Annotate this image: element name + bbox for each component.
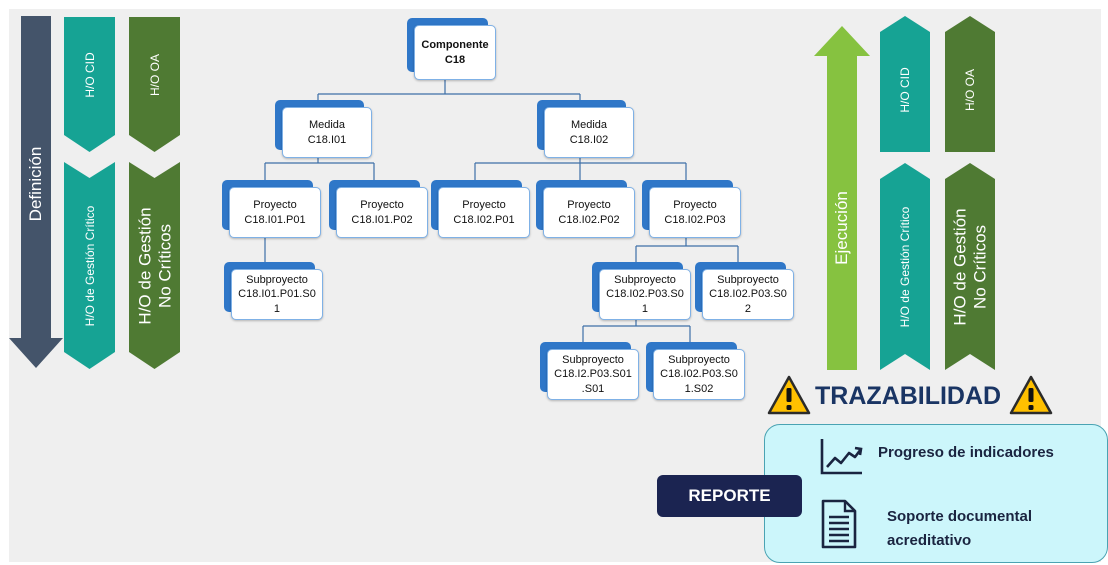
node-subproyecto-2: Subproyecto C18.I02.P03.S0 1 — [592, 262, 691, 320]
line-chart-icon — [818, 437, 864, 477]
right-cid-chevron: H/O CID — [880, 16, 930, 152]
right-critico-label: H/O de Gestión Crítico — [898, 206, 912, 327]
left-critico-chevron: H/O de Gestión Crítico — [64, 162, 115, 369]
node-proyecto-4: Proyecto C18.I02.P02 — [536, 180, 635, 238]
document-icon — [820, 499, 858, 549]
node-medida-1-label: Medida C18.I01 — [282, 107, 372, 158]
definicion-arrow: Definición — [9, 16, 63, 368]
node-subproyecto-1: Subproyecto C18.I01.P01.S0 1 — [224, 262, 323, 320]
node-proyecto-2-label: Proyecto C18.I01.P02 — [336, 187, 428, 238]
node-proyecto-1: Proyecto C18.I01.P01 — [222, 180, 321, 238]
reporte-badge: REPORTE — [657, 475, 802, 517]
node-proyecto-4-label: Proyecto C18.I02.P02 — [543, 187, 635, 238]
left-cid-chevron: H/O CID — [64, 17, 115, 152]
right-no-critico-label: H/O de Gestión No Críticos — [950, 207, 989, 326]
node-proyecto-1-label: Proyecto C18.I01.P01 — [229, 187, 321, 238]
node-proyecto-3: Proyecto C18.I02.P01 — [431, 180, 530, 238]
node-subproyecto-5-label: Subproyecto C18.I02.P03.S0 1.S02 — [653, 349, 745, 400]
warning-icon-right — [1009, 375, 1053, 415]
node-subproyecto-4-label: Subproyecto C18.I2.P03.S01 .S01 — [547, 349, 639, 400]
node-medida-1: Medida C18.I01 — [275, 100, 372, 158]
node-proyecto-5: Proyecto C18.I02.P03 — [642, 180, 741, 238]
node-proyecto-2: Proyecto C18.I01.P02 — [329, 180, 428, 238]
right-cid-label: H/O CID — [898, 67, 912, 113]
right-critico-chevron: H/O de Gestión Crítico — [880, 163, 930, 370]
left-no-critico-chevron: H/O de Gestión No Críticos — [129, 162, 180, 369]
warning-icon-left — [767, 375, 811, 415]
node-subproyecto-3-label: Subproyecto C18.I02.P03.S0 2 — [702, 269, 794, 320]
node-subproyecto-1-label: Subproyecto C18.I01.P01.S0 1 — [231, 269, 323, 320]
node-medida-2: Medida C18.I02 — [537, 100, 634, 158]
node-subproyecto-4: Subproyecto C18.I2.P03.S01 .S01 — [540, 342, 639, 400]
report-item-soporte: Soporte documental acreditativo — [887, 508, 1033, 549]
node-componente: Componente C18 — [407, 18, 496, 80]
right-oa-chevron: H/O OA — [945, 16, 995, 152]
node-medida-2-label: Medida C18.I02 — [544, 107, 634, 158]
left-oa-chevron: H/O OA — [129, 17, 180, 152]
ejecucion-arrow: Ejecución — [814, 26, 870, 370]
ejecucion-label: Ejecución — [832, 191, 851, 265]
node-subproyecto-2-label: Subproyecto C18.I02.P03.S0 1 — [599, 269, 691, 320]
node-subproyecto-3: Subproyecto C18.I02.P03.S0 2 — [695, 262, 794, 320]
right-oa-label: H/O OA — [963, 68, 977, 112]
node-proyecto-5-label: Proyecto C18.I02.P03 — [649, 187, 741, 238]
node-subproyecto-5: Subproyecto C18.I02.P03.S0 1.S02 — [646, 342, 745, 400]
report-item-progreso: Progreso de indicadores — [878, 444, 1054, 461]
node-componente-label: Componente C18 — [414, 25, 496, 80]
right-no-critico-chevron: H/O de Gestión No Críticos — [945, 163, 995, 370]
node-proyecto-3-label: Proyecto C18.I02.P01 — [438, 187, 530, 238]
trazabilidad-title: TRAZABILIDAD — [815, 382, 1002, 410]
